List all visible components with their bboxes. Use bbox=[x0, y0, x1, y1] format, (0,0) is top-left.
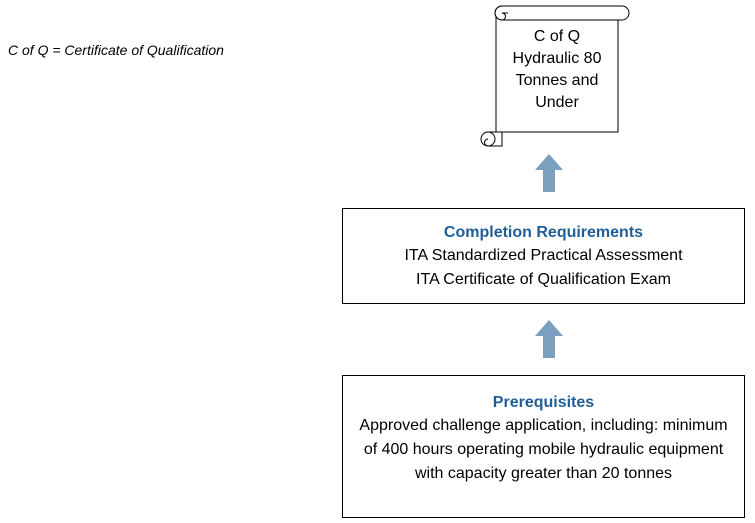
completion-item: ITA Standardized Practical Assessment bbox=[404, 247, 683, 264]
abbreviation-note: C of Q = Certificate of Qualification bbox=[8, 42, 224, 58]
certificate-line: Tonnes and bbox=[515, 72, 599, 89]
prerequisites-title: Prerequisites bbox=[492, 394, 595, 411]
certificate-line: Hydraulic 80 bbox=[512, 50, 602, 67]
completion-item: ITA Certificate of Qualification Exam bbox=[416, 271, 671, 288]
prerequisites-box: Prerequisites Approved challenge applica… bbox=[342, 375, 745, 518]
completion-title: Completion Requirements bbox=[443, 224, 644, 241]
up-arrow-icon bbox=[535, 154, 563, 192]
certificate-text: C of Q Hydraulic 80 Tonnes and Under bbox=[498, 26, 616, 114]
certificate-line: C of Q bbox=[533, 28, 581, 45]
up-arrow-icon bbox=[535, 320, 563, 358]
completion-requirements-box: Completion Requirements ITA Standardized… bbox=[342, 208, 745, 304]
prerequisites-text: Approved challenge application, includin… bbox=[359, 417, 728, 482]
scroll-shape bbox=[480, 5, 630, 147]
certificate-line: Under bbox=[535, 94, 579, 111]
certificate-scroll: C of Q Hydraulic 80 Tonnes and Under bbox=[478, 4, 630, 149]
